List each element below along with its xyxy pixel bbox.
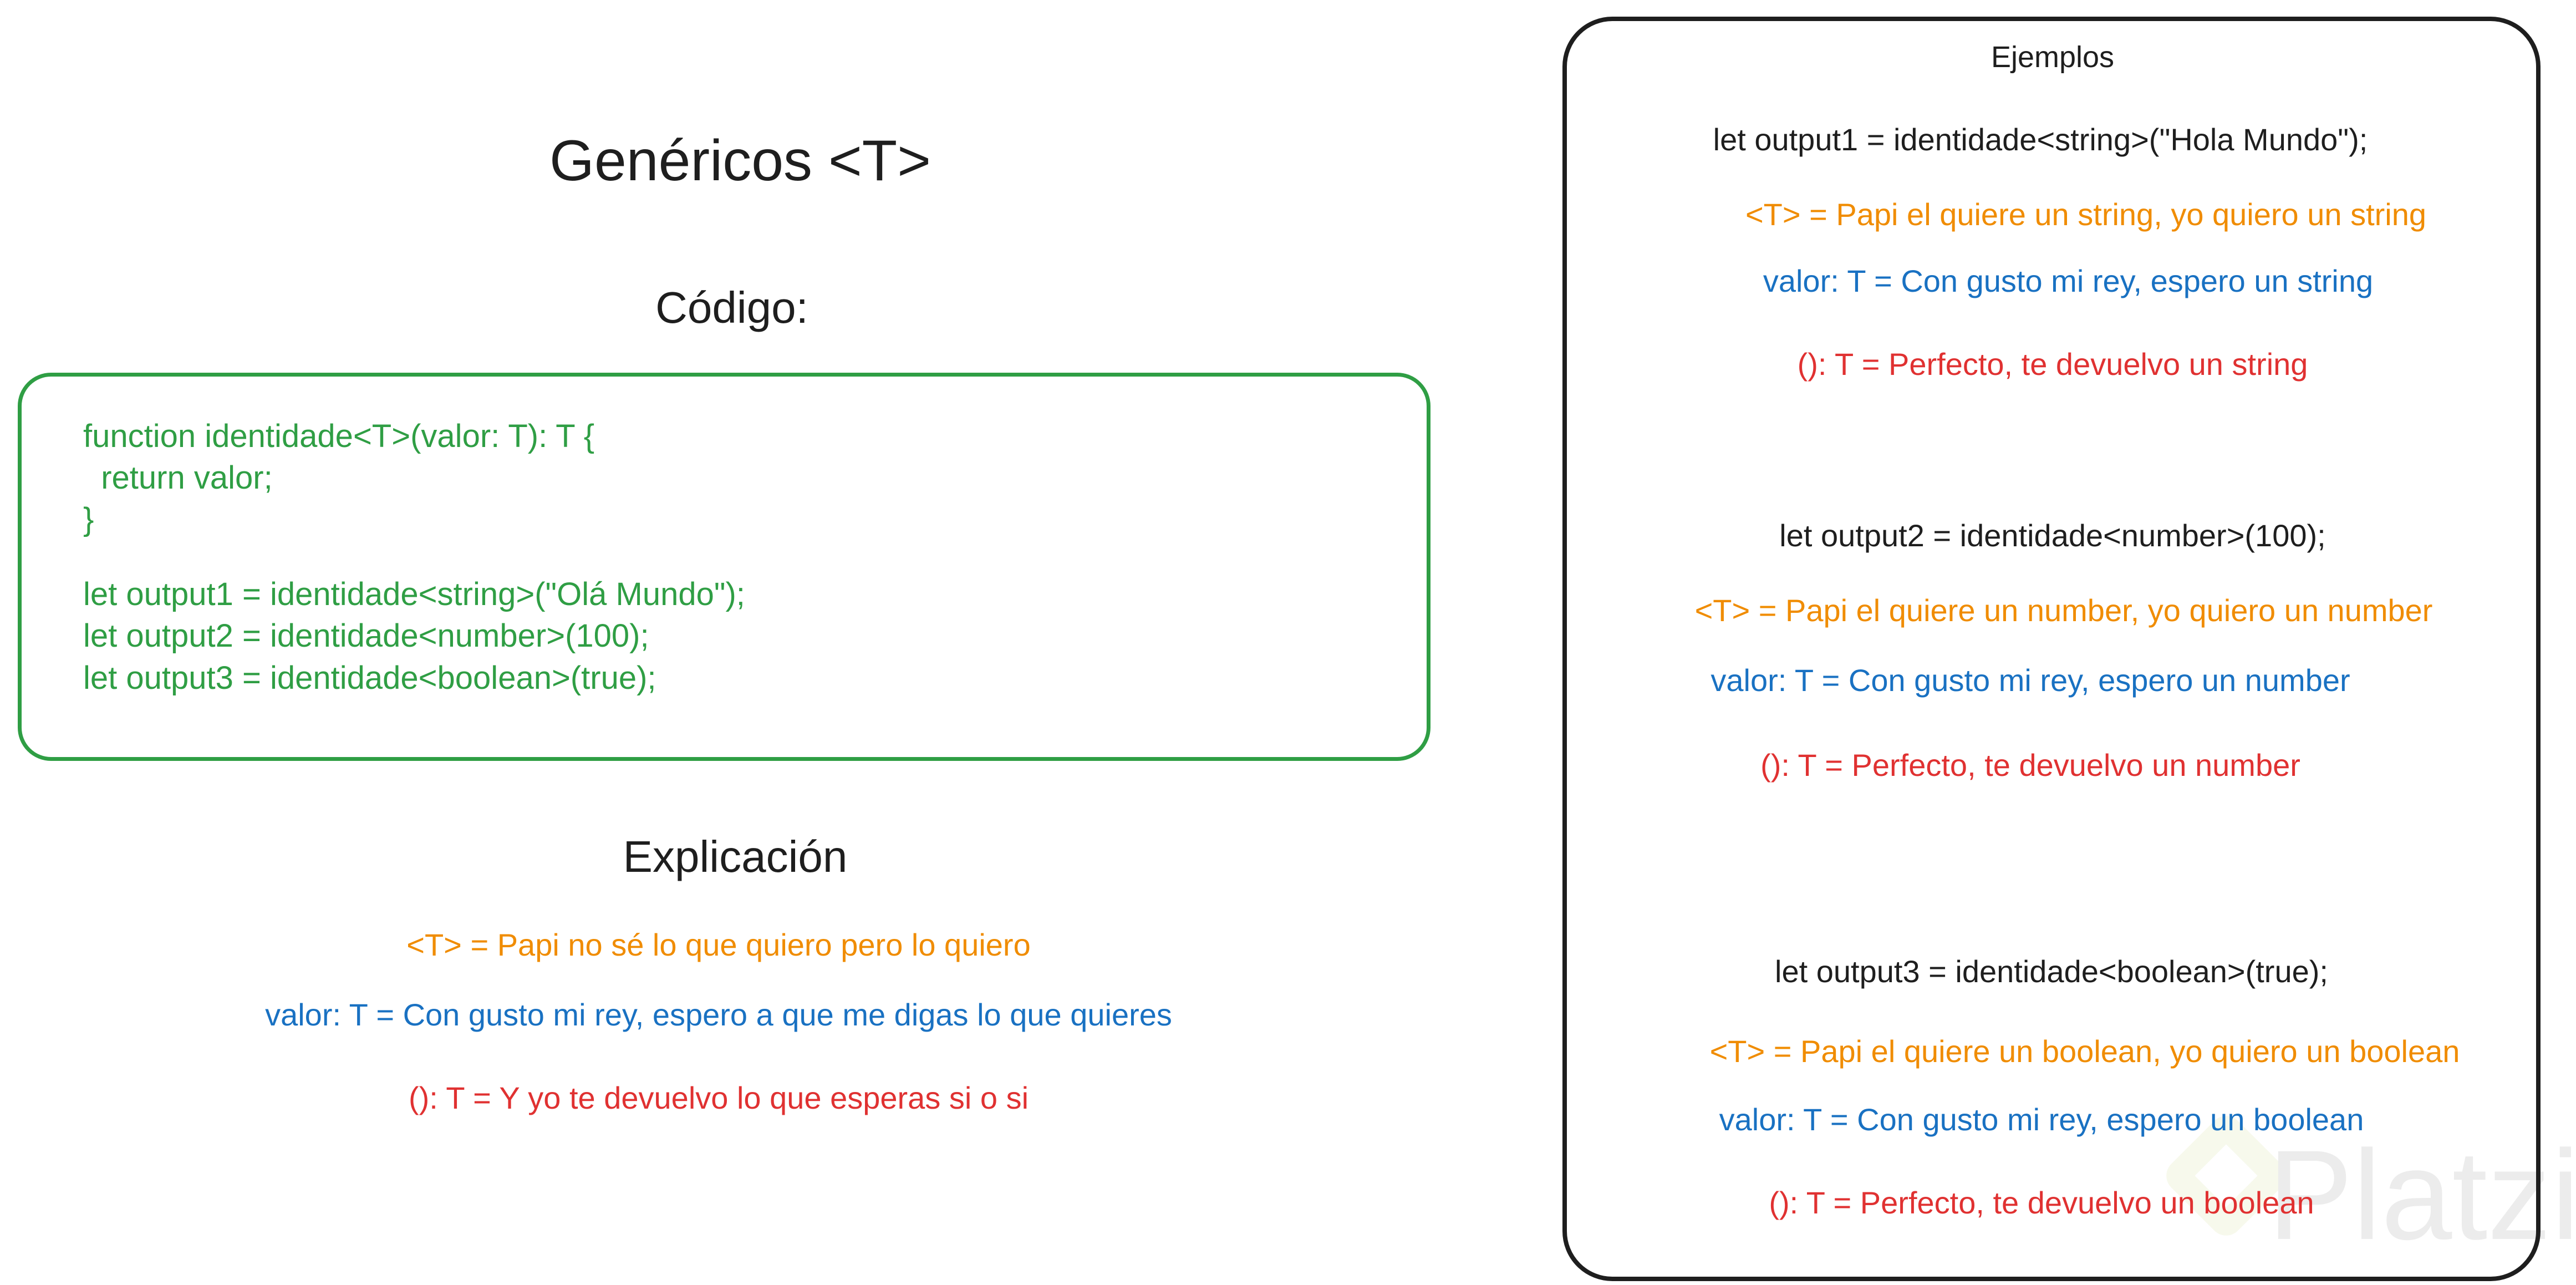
code-line: } (83, 501, 94, 537)
example-code: let output2 = identidade<number>(100); (1779, 518, 2326, 553)
code-line: function identidade<T>(valor: T): T { (83, 418, 595, 454)
explanation-generic: <T> = Papi no sé lo que quiero pero lo q… (406, 927, 1031, 962)
example-generic: <T> = Papi el quiere un string, yo quier… (1745, 197, 2427, 232)
explanation-heading: Explicación (623, 832, 848, 881)
page-title: Genéricos <T> (549, 129, 931, 193)
code-heading: Código: (655, 283, 808, 332)
code-line: let output1 = identidade<string>("Olá Mu… (83, 576, 745, 612)
code-line: let output2 = identidade<number>(100); (83, 618, 649, 654)
example-return: (): T = Perfecto, te devuelvo un number (1760, 748, 2300, 783)
examples-heading: Ejemplos (1990, 40, 2115, 74)
example-code: let output1 = identidade<string>("Hola M… (1713, 122, 2368, 157)
example-generic: <T> = Papi el quiere un boolean, yo quie… (1709, 1034, 2460, 1069)
example-return: (): T = Perfecto, te devuelvo un boolean (1769, 1185, 2314, 1220)
example-return: (): T = Perfecto, te devuelvo un string (1797, 347, 2308, 382)
examples-box (1562, 17, 2541, 1281)
example-param: valor: T = Con gusto mi rey, espero un n… (1710, 663, 2350, 698)
example-code: let output3 = identidade<boolean>(true); (1775, 954, 2328, 989)
example-generic: <T> = Papi el quiere un number, yo quier… (1694, 593, 2433, 628)
explanation-param: valor: T = Con gusto mi rey, espero a qu… (265, 997, 1172, 1032)
example-param: valor: T = Con gusto mi rey, espero un s… (1763, 263, 2374, 298)
explanation-return: (): T = Y yo te devuelvo lo que esperas … (408, 1080, 1029, 1115)
code-line: return valor; (83, 460, 273, 496)
code-box (18, 373, 1430, 761)
code-line: let output3 = identidade<boolean>(true); (83, 660, 656, 696)
example-param: valor: T = Con gusto mi rey, espero un b… (1719, 1102, 2364, 1137)
